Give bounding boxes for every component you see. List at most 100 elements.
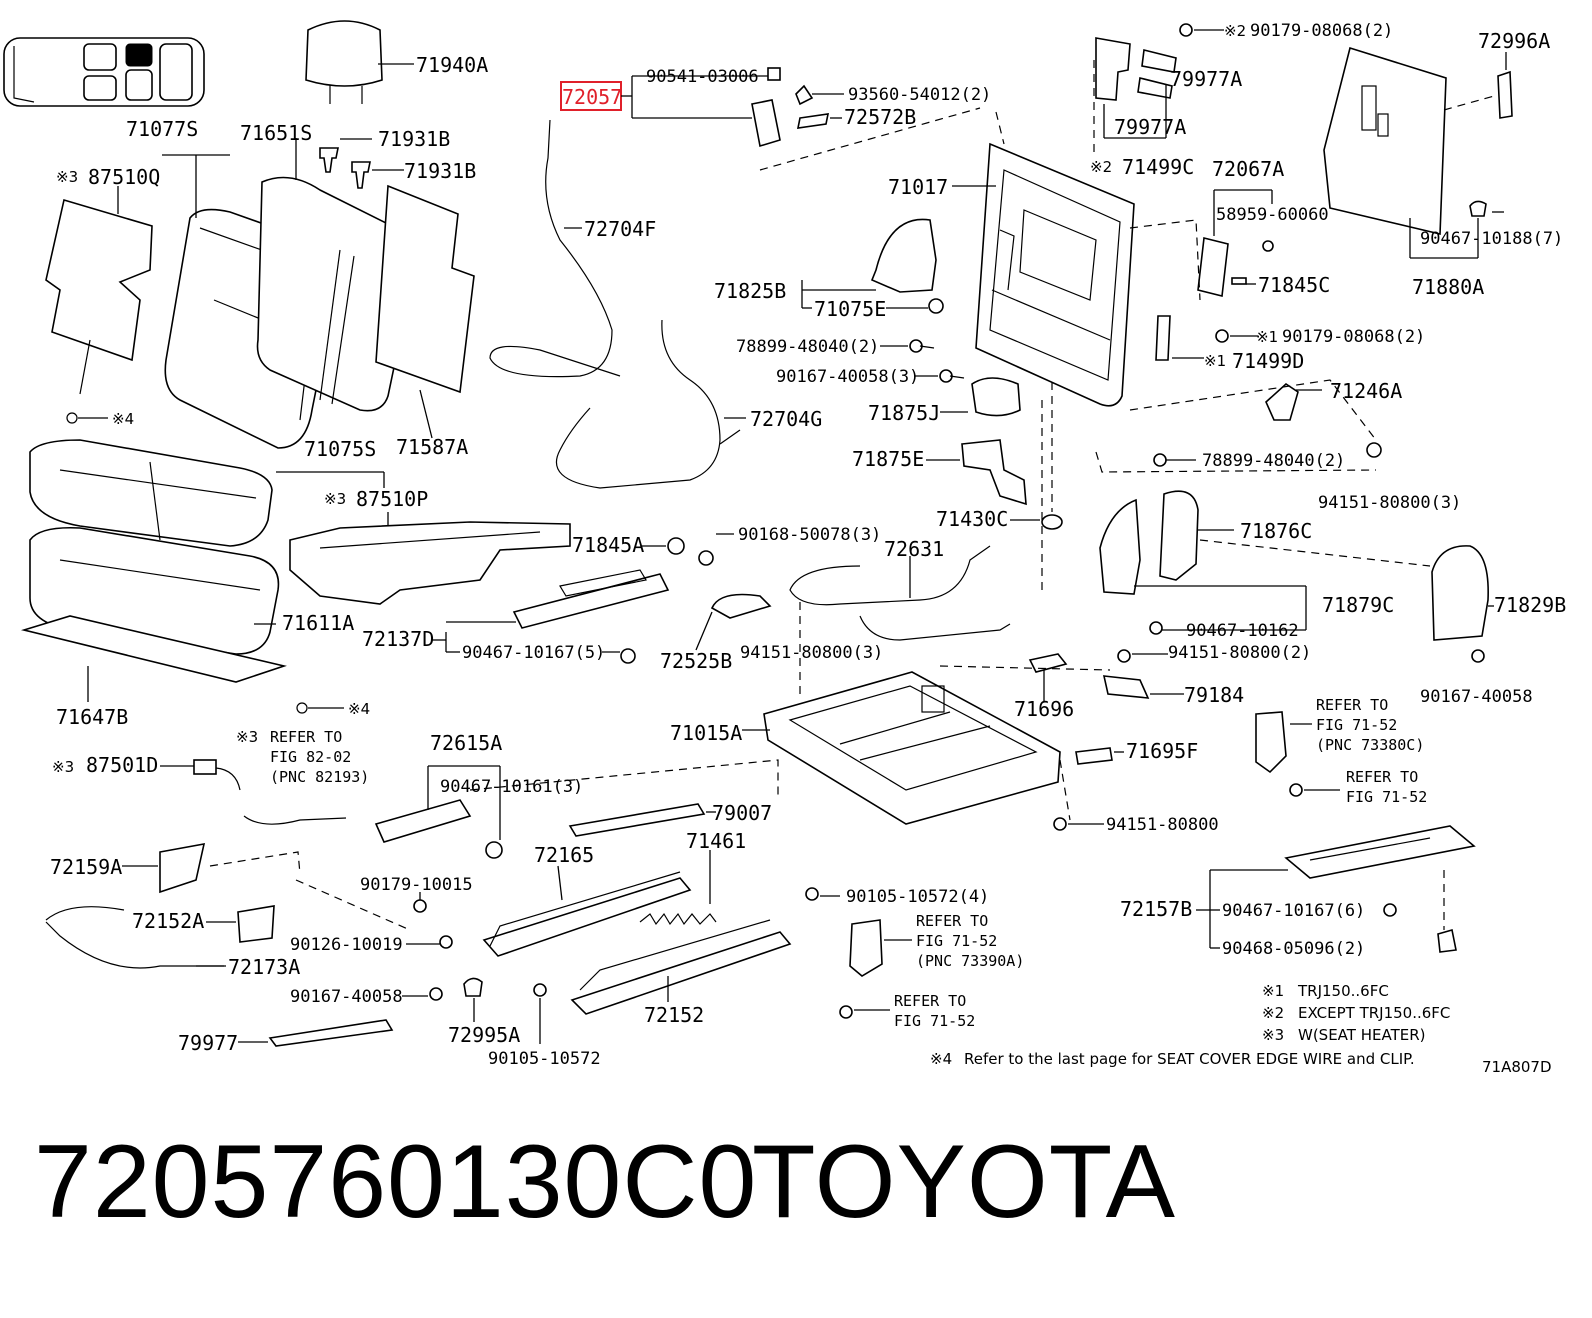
label-72152: 72152 [644, 1003, 704, 1027]
clip-icon [620, 648, 636, 664]
footer-part-number: 7205760130C0 [34, 1124, 758, 1240]
label-71696: 71696 [1014, 697, 1074, 721]
trim-72067A-shape [1197, 237, 1274, 297]
label-72996A: 72996A [1478, 29, 1550, 53]
label-94151-80800: 94151-80800(2) [1168, 643, 1311, 663]
refer-text: REFER TO [916, 912, 988, 930]
label-90167-40058: 90167-40058 [1420, 687, 1533, 707]
label-71075E: 71075E [814, 297, 886, 321]
note-mark: ※3 [56, 168, 78, 186]
label-72704G: 72704G [750, 407, 822, 431]
back-board-71880A-shape [1323, 46, 1447, 236]
label-71611A: 71611A [282, 611, 354, 635]
cable-72631-shape [789, 545, 1011, 641]
refer-text: (PNC 73390A) [916, 952, 1024, 970]
label-71880A: 71880A [1412, 275, 1484, 299]
strap-72525B-shape [710, 593, 772, 619]
label-71845A: 71845A [572, 533, 644, 557]
label-79977A: 79977A [1170, 67, 1242, 91]
label-71825B: 71825B [714, 279, 786, 303]
note-mark: ※3 [236, 728, 258, 746]
label-71875J: 71875J [868, 401, 940, 425]
note-mark: ※1 [1256, 328, 1278, 346]
cushion-cover-shape [29, 439, 273, 547]
bracket-71499D-shape [1155, 315, 1229, 361]
label-94151-80800: 94151-80800(3) [740, 643, 883, 663]
spring-71461-shape [639, 912, 717, 926]
note-mark: ※4 [112, 410, 134, 428]
label-90168-50078: 90168-50078(3) [738, 525, 881, 545]
seatback-frame-shape [975, 142, 1135, 407]
cushion-frame-shape [763, 671, 1061, 825]
label-72615A: 72615A [430, 731, 502, 755]
cable-72704G-shape [555, 319, 741, 489]
bracket-71499C-shape [1095, 23, 1193, 101]
seat-track-72152-shape [570, 919, 792, 1015]
label-72572B: 72572B [844, 105, 916, 129]
label-90179-08068: 90179-08068(2) [1282, 327, 1425, 347]
label-71829B: 71829B [1494, 593, 1566, 617]
footer-brand: TOYOTA [752, 1124, 1176, 1240]
label-87501D: 87501D [86, 753, 158, 777]
refer-text: FIG 71-52 [1316, 716, 1397, 734]
cushion-board-shape [20, 615, 287, 683]
label-72157B: 72157B [1120, 897, 1192, 921]
label-72067A: 72067A [1212, 157, 1284, 181]
clip-icon [66, 412, 308, 714]
hinge-cover-71876C-shape [1099, 490, 1199, 595]
label-58959-60060: 58959-60060 [1216, 205, 1329, 225]
seatbelt-buckle-icon [839, 919, 883, 1019]
label-90467-10167: 90467-10167(5) [462, 643, 605, 663]
label-71017: 71017 [888, 175, 948, 199]
headrest-shape [305, 20, 383, 104]
heater-mat-back-shape [45, 198, 153, 395]
cover-72152A-shape [237, 905, 275, 943]
harness-87501D-shape [193, 759, 347, 825]
label-90467-10162: 90467-10162 [1186, 621, 1299, 641]
clip-icon [667, 537, 685, 555]
label-90468-05096: 90468-05096(2) [1222, 939, 1365, 959]
note-mark: ※3 [52, 758, 74, 776]
label-90541-03006: 90541-03006 [646, 67, 759, 87]
seatback-cover-panel-shape [870, 218, 937, 293]
plate-79977-shape [268, 1019, 394, 1047]
note-mark: ※3 [324, 490, 346, 508]
label-71879C: 71879C [1322, 593, 1394, 617]
refer-text: FIG 71-52 [1346, 788, 1427, 806]
seatbelt-buckle-icon [1255, 711, 1303, 797]
hinge-cover-lower-shape [961, 439, 1027, 506]
label-71647B: 71647B [56, 705, 128, 729]
label-71015A: 71015A [670, 721, 742, 745]
seatback-board-shape [375, 184, 475, 394]
cap-icon [1041, 514, 1063, 530]
label-94151-80800: 94151-80800(3) [1318, 493, 1461, 513]
label-71931B: 71931B [378, 127, 450, 151]
refer-text: REFER TO [1346, 768, 1418, 786]
label-87510P: 87510P [356, 487, 428, 511]
bracket-79184-shape [1028, 649, 1150, 699]
note-1: TRJ150..6FC [1297, 982, 1389, 1000]
hinge-cover-shape [971, 377, 1021, 417]
refer-text: FIG 71-52 [916, 932, 997, 950]
label-71499D: 71499D [1232, 349, 1304, 373]
label-71695F: 71695F [1126, 739, 1198, 763]
bolt-icon [413, 887, 819, 1001]
figure-code: 71A807D [1482, 1058, 1552, 1076]
plate-79007-shape [568, 803, 706, 837]
label-90167-40058: 90167-40058(3) [776, 367, 919, 387]
wire-72173A-shape [45, 906, 224, 969]
label-plate-71695F-shape [1075, 747, 1113, 765]
refer-text: REFER TO [894, 992, 966, 1010]
label-87510Q: 87510Q [88, 165, 160, 189]
note-mark: ※1 [1262, 982, 1284, 1000]
refer-text: FIG 71-52 [894, 1012, 975, 1030]
label-71246A: 71246A [1330, 379, 1402, 403]
refer-text: FIG 82-02 [270, 748, 351, 766]
note-mark: ※3 [1262, 1026, 1284, 1044]
label-90467-10167: 90467-10167(6) [1222, 901, 1365, 921]
refer-text: (PNC 73380C) [1316, 736, 1424, 754]
label-90105-10572: 90105-10572(4) [846, 887, 989, 907]
label-72165: 72165 [534, 843, 594, 867]
note-2: EXCEPT TRJ150..6FC [1298, 1004, 1450, 1022]
label-90467-10161: 90467-10161(3) [440, 777, 583, 797]
